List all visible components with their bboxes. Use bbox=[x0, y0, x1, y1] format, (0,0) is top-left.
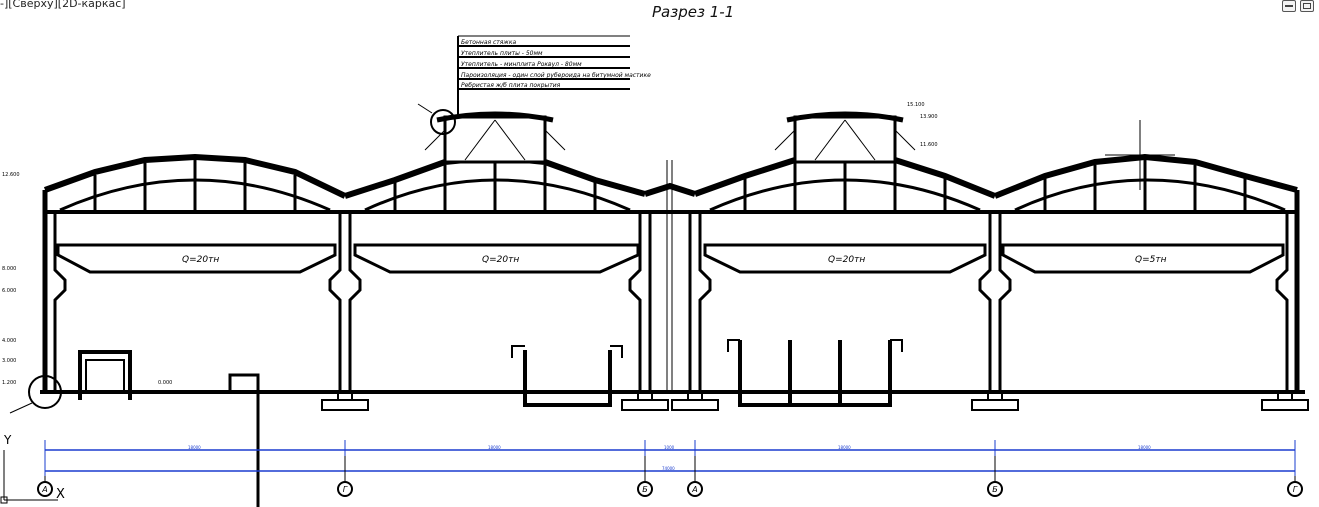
axis-bubble bbox=[1287, 481, 1303, 497]
level-mark: 0.000 bbox=[158, 380, 172, 386]
axis-bubble bbox=[687, 481, 703, 497]
pipe-riser bbox=[228, 373, 260, 507]
restore-button[interactable] bbox=[1300, 0, 1314, 12]
level-mark: 13.900 bbox=[920, 114, 938, 120]
dim-value: 1000 bbox=[664, 445, 675, 450]
crane-label-4: Q=5тн bbox=[1135, 255, 1167, 265]
truss-verticals bbox=[93, 160, 1247, 212]
drawing-title: Разрез 1-1 bbox=[652, 3, 735, 21]
skylight-lantern-1 bbox=[424, 111, 566, 164]
layer-legend: Бетонная стяжка Утеплитель плиты - 50мм … bbox=[458, 35, 651, 90]
minimize-button[interactable] bbox=[1282, 0, 1296, 12]
axis-bubble bbox=[337, 481, 353, 497]
dim-value: 18000 bbox=[838, 445, 851, 450]
roof-truss-5 bbox=[993, 153, 1298, 199]
level-mark: 1.200 bbox=[2, 380, 16, 386]
equipment-frame bbox=[78, 350, 132, 400]
level-mark: 15.100 bbox=[907, 102, 925, 108]
dimension-lines: 18000 18000 1000 18000 18000 74000 bbox=[44, 440, 1296, 476]
columns bbox=[53, 160, 1289, 392]
pit-1 bbox=[511, 345, 623, 407]
building-section bbox=[9, 36, 1309, 507]
crane-label-3: Q=20тн bbox=[828, 255, 865, 265]
truss-inner-4 bbox=[1014, 178, 1286, 212]
axis-label: Б bbox=[642, 485, 648, 494]
legend-line-2: Утеплитель плиты - 50мм bbox=[461, 50, 543, 57]
pit-2 bbox=[727, 339, 903, 407]
axis-label: А bbox=[691, 485, 697, 494]
axis-bubble bbox=[987, 481, 1003, 497]
axis-label: Г bbox=[343, 485, 348, 494]
roof-truss-3 bbox=[644, 182, 696, 197]
dim-overall: 74000 bbox=[662, 466, 675, 471]
ucs-icon: Y X bbox=[0, 433, 65, 504]
level-mark: 4.000 bbox=[2, 338, 16, 344]
level-marks: 12.600 8.000 6.000 4.000 3.000 1.200 0.0… bbox=[2, 102, 938, 386]
dim-value: 18000 bbox=[188, 445, 201, 450]
ucs-y-label: Y bbox=[3, 433, 12, 447]
crane-labels: Q=20тн Q=20тн Q=20тн Q=5тн bbox=[182, 255, 1167, 265]
legend-line-5: Ребристая ж/б плита покрытия bbox=[461, 82, 561, 89]
level-mark: 12.600 bbox=[2, 172, 20, 178]
window-controls bbox=[1282, 0, 1314, 12]
callout-circle-a-top bbox=[430, 109, 456, 135]
axis-bubble bbox=[37, 481, 53, 497]
level-mark: 6.000 bbox=[2, 288, 16, 294]
axis-label: Г bbox=[1293, 485, 1298, 494]
axis-label: А bbox=[41, 485, 47, 494]
axis-label: Б bbox=[992, 485, 998, 494]
roof-truss-1 bbox=[43, 153, 347, 199]
dim-value: 18000 bbox=[1138, 445, 1151, 450]
legend-line-3: Утеплитель - минплита Роквул - 80мм bbox=[461, 61, 582, 68]
level-mark: 11.600 bbox=[920, 142, 938, 148]
crane-label-1: Q=20тн bbox=[182, 255, 219, 265]
axis-bubble bbox=[637, 481, 653, 497]
crane-label-2: Q=20тн bbox=[482, 255, 519, 265]
axis-bubbles: А Г Б А Б Г bbox=[37, 456, 1303, 497]
level-mark: 8.000 bbox=[2, 266, 16, 272]
legend-line-4: Пароизоляция - один слой рубероида на би… bbox=[461, 72, 651, 79]
truss-inner-2 bbox=[364, 178, 631, 212]
level-mark: 3.000 bbox=[2, 358, 16, 364]
callout-circle-a-bottom bbox=[28, 375, 62, 409]
skylight-lantern-2 bbox=[774, 111, 916, 164]
footings bbox=[321, 391, 1309, 411]
crane-girders bbox=[56, 243, 1285, 274]
ucs-x-label: X bbox=[56, 487, 65, 502]
dim-value: 18000 bbox=[488, 445, 501, 450]
legend-line-1: Бетонная стяжка bbox=[461, 39, 516, 46]
viewport-label[interactable]: -][Сверху][2D-каркас] bbox=[0, 0, 126, 10]
